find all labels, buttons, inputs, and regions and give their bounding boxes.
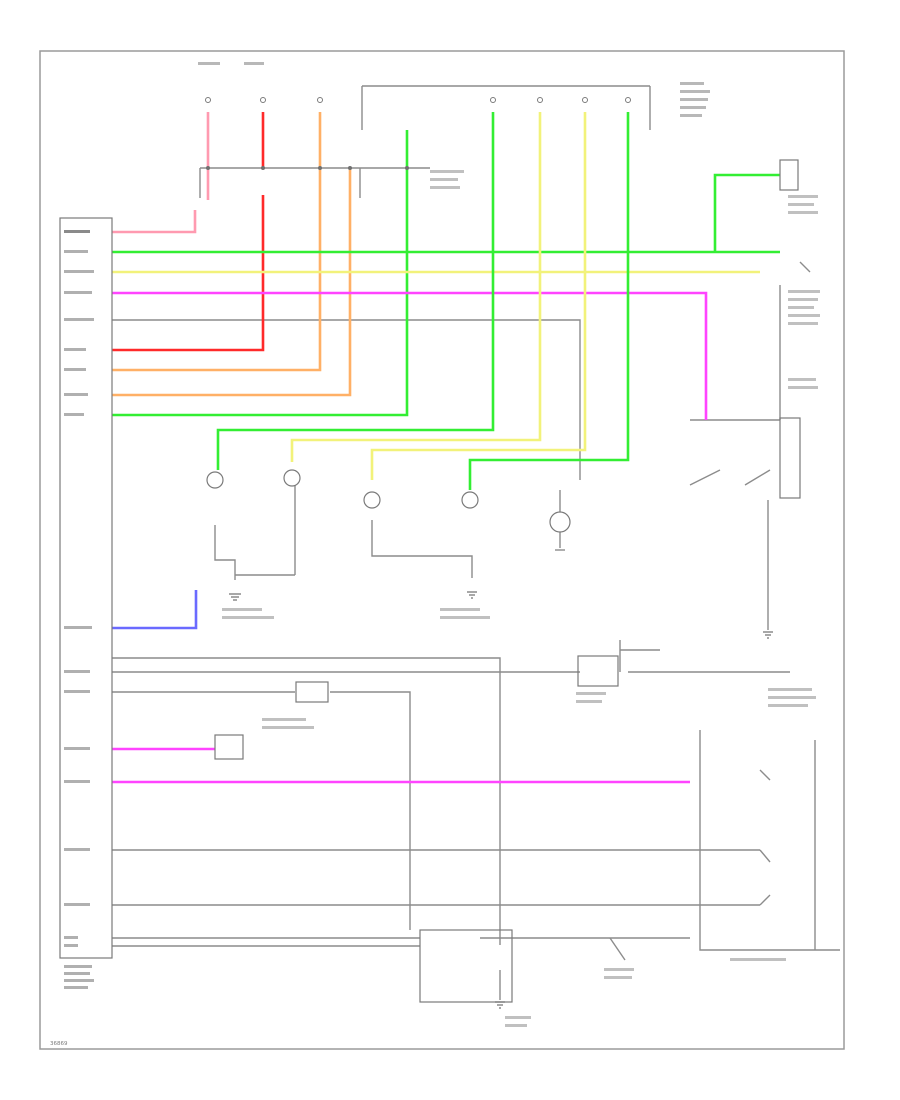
switch-assembly-box: [419, 929, 513, 1003]
diagram-code: 36869: [50, 1041, 68, 1047]
lamp-icon: [283, 469, 301, 487]
control-module-box: [577, 655, 619, 687]
lamp-icon: [206, 471, 224, 489]
wire-yellow-drop-2: [370, 112, 587, 480]
ground-and-bus-wires: [112, 85, 840, 1009]
diagram-frame: [39, 50, 845, 1050]
wire-orange-2: [112, 168, 352, 397]
headlamp-relay-box: [779, 417, 801, 499]
wire-pink: [112, 112, 210, 234]
wire-green-main: [112, 173, 780, 254]
wire-blue: [112, 590, 198, 630]
wire-green-drop-2: [468, 112, 630, 490]
dimmer-switch-box: [214, 734, 244, 760]
colored-circuits: [112, 112, 780, 784]
wire-orange: [112, 112, 322, 372]
component-labels: [222, 170, 820, 1027]
lamp-icon: [363, 491, 381, 509]
lamp-icon: [461, 491, 479, 509]
lamp-icon: [549, 511, 571, 533]
lamp-assemblies: [206, 469, 571, 533]
components: [214, 159, 811, 1003]
lamp-control-module: [59, 217, 113, 959]
ambient-light-sensor: [295, 681, 329, 703]
module-pin-labels: [64, 230, 94, 989]
wire-magenta: [112, 291, 708, 420]
wire-green-drop: [216, 112, 495, 470]
wire-red: [112, 112, 265, 352]
wire-yellow-drop: [290, 112, 542, 462]
relay-box-top: [779, 159, 799, 191]
wire-green-top: [112, 130, 409, 417]
fuse-terminals: [198, 62, 710, 170]
